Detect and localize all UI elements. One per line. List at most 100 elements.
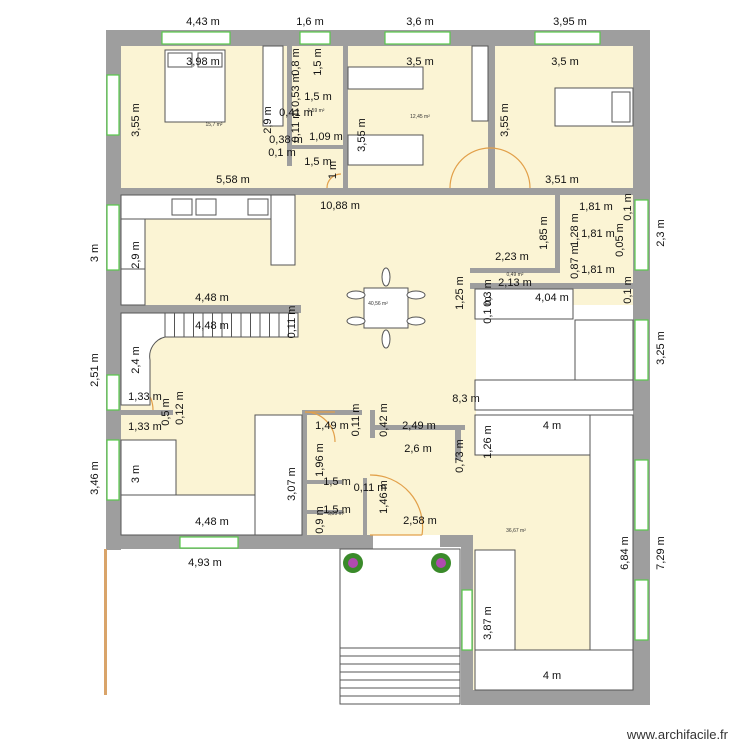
dimension-label: 1,26 m xyxy=(482,425,494,459)
interior-walls xyxy=(121,46,633,549)
dimension-label: 3,98 m xyxy=(186,56,220,68)
dimension-label: 2,23 m xyxy=(495,251,529,263)
dimension-label: 1,28 m xyxy=(569,213,581,247)
dimension-label: 0,9 m xyxy=(314,506,326,534)
dimension-label: 3,5 m xyxy=(406,56,434,68)
dimension-label: 4,04 m xyxy=(535,292,569,304)
dimension-label: 5,58 m xyxy=(216,174,250,186)
dimension-label: 1,81 m xyxy=(581,228,615,240)
dimension-label: 1,96 m xyxy=(314,443,326,477)
stair-step xyxy=(240,312,251,338)
dimension-label: 0,11 m xyxy=(354,482,387,494)
windows xyxy=(106,31,649,651)
dimension-label: 3,95 m xyxy=(553,16,587,28)
stair-step xyxy=(164,312,175,338)
dimension-label: 4,43 m xyxy=(186,16,220,28)
dimension-label: 1,46 m xyxy=(378,480,390,514)
dimension-label: 0,5 m xyxy=(160,398,172,426)
dimension-label: 1 m xyxy=(327,161,339,179)
dimension-label: 1,5 m xyxy=(304,156,332,168)
dimension-label: 3 m xyxy=(130,465,142,483)
dimension-label: 1,81 m xyxy=(581,264,615,276)
furniture-dining xyxy=(346,267,426,349)
area-label: 36,67 m² xyxy=(506,528,526,534)
dimension-label: 1,5 m xyxy=(312,48,324,76)
dimension-label: 3,46 m xyxy=(89,461,101,495)
dimension-label: 2,13 m xyxy=(498,277,532,289)
dimension-label: 3,51 m xyxy=(545,174,579,186)
dimension-label: 3,07 m xyxy=(286,467,298,501)
area-label: 1,59 m² xyxy=(308,108,325,114)
dimension-label: 3,25 m xyxy=(655,331,667,365)
dimension-label: 0,3 m xyxy=(482,279,494,307)
dimension-label: 0,1 m xyxy=(622,276,634,304)
dimension-label: 2,9 m xyxy=(262,106,274,134)
dimension-label: 3,55 m xyxy=(499,103,511,137)
dimension-label: 3,5 m xyxy=(551,56,579,68)
dimension-label: 0,1 m xyxy=(622,193,634,221)
doors xyxy=(122,147,531,536)
dimension-label: 8,3 m xyxy=(452,393,480,405)
dimension-labels: 4,43 m 1,6 m 3,6 m 3,95 m 3,98 m 1,5 m 3,5 m 3,… xyxy=(89,16,667,682)
dimension-label: 0,11 m xyxy=(290,110,302,143)
dimension-label: 0,05 m xyxy=(614,223,626,257)
stair-step xyxy=(259,312,270,338)
dimension-label: 3,6 m xyxy=(406,16,434,28)
dimension-label: 0,1 m xyxy=(268,147,296,159)
dimension-label: 1,5 m xyxy=(304,91,332,103)
dimension-label: 4,48 m xyxy=(195,516,229,528)
dimension-label: 0,11 m xyxy=(286,306,298,339)
dimension-label: 1,33 m xyxy=(128,391,162,403)
dimension-label: 4,48 m xyxy=(195,292,229,304)
dimension-label: 0,12 m xyxy=(174,391,186,425)
area-label: 12,45 m² xyxy=(410,114,430,120)
dimension-label: 4,93 m xyxy=(188,557,222,569)
dimension-label: 7,29 m xyxy=(655,536,667,570)
dimension-label: 2,6 m xyxy=(404,443,432,455)
dimension-label: 0,87 m xyxy=(569,245,581,279)
dimension-label: 1,81 m xyxy=(579,201,613,213)
dimension-label: 1,5 m xyxy=(323,476,351,488)
dimension-label: 0,41 m xyxy=(279,107,313,119)
stair-landing xyxy=(120,312,166,406)
dimension-label: 3,87 m xyxy=(482,606,494,640)
area-label: 40,56 m² xyxy=(368,301,388,307)
dimension-label: 3,55 m xyxy=(356,118,368,152)
dimension-label: 2,51 m xyxy=(89,353,101,387)
furniture-sofas xyxy=(120,288,634,691)
stair-step xyxy=(269,312,280,338)
dimension-label: 2,4 m xyxy=(130,346,142,374)
staircase xyxy=(120,312,299,406)
dimension-label: 1,25 m xyxy=(454,276,466,310)
area-label: 15,7 m² xyxy=(206,122,223,128)
terrace xyxy=(104,548,461,705)
dimension-label: 10,88 m xyxy=(320,200,360,212)
area-labels: 12,45 m² 15,7 m² 40,56 m² 36,67 m² 0,49 m² 1,… xyxy=(206,108,527,534)
dimension-label: 1,33 m xyxy=(128,421,162,433)
stair-step xyxy=(250,312,261,338)
dimension-label: 0,53 m xyxy=(290,73,302,107)
dimension-label: 1,49 m xyxy=(315,420,349,432)
dimension-label: 2,3 m xyxy=(655,219,667,247)
stair-step xyxy=(288,312,299,338)
dimension-label: 4 m xyxy=(543,420,561,432)
dimension-label: 4,48 m xyxy=(195,320,229,332)
dimension-label: 0,1 m xyxy=(482,296,494,324)
watermark-text: www.archifacile.fr xyxy=(626,727,728,742)
dimension-label: 1,5 m xyxy=(323,504,351,516)
stair-step xyxy=(174,312,185,338)
dimension-label: 2,9 m xyxy=(130,241,142,269)
dimension-label: 3,55 m xyxy=(130,103,142,137)
stair-step xyxy=(231,312,242,338)
dimension-label: 4 m xyxy=(543,670,561,682)
dimension-label: 3 m xyxy=(89,244,101,262)
dimension-label: 0,42 m xyxy=(378,403,390,437)
dimension-label: 0,38 m xyxy=(269,134,303,146)
dimension-label: 0,73 m xyxy=(454,439,466,473)
stair-step xyxy=(183,312,194,338)
area-label: 0,49 m² xyxy=(507,272,524,278)
furniture-bedrooms xyxy=(164,45,634,166)
dimension-label: 1,09 m xyxy=(309,131,343,143)
dimension-label: 1,6 m xyxy=(296,16,324,28)
